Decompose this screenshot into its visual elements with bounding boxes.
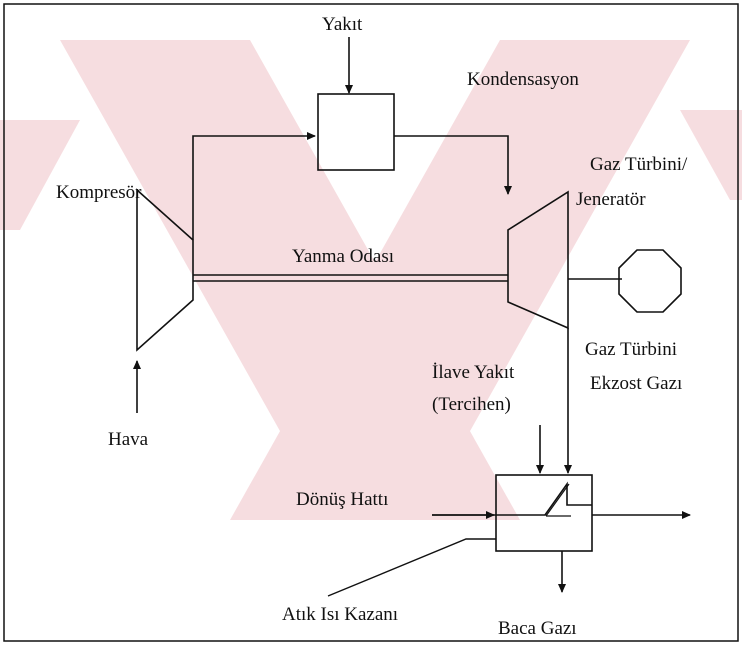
stack-gas-label: Baca Gazı (498, 618, 577, 639)
generator-icon (618, 249, 682, 313)
chamber-to-turbine-line (394, 135, 512, 195)
gas-turbine-label-line2: Jeneratör (576, 189, 646, 210)
waste-heat-boiler-box (495, 474, 593, 552)
waste-heat-boiler-label: Atık Isı Kazanı (282, 604, 398, 625)
air-label: Hava (108, 429, 149, 450)
extra-fuel-label-line2: (Tercihen) (432, 394, 511, 415)
compressor-label: Kompresör (56, 182, 142, 203)
return-line-label: Dönüş Hattı (296, 489, 388, 510)
heat-exchanger-coil-lower (545, 483, 570, 517)
condensation-label: Kondensasyon (467, 69, 579, 90)
fuel-label: Yakıt (322, 14, 363, 35)
compressor-to-chamber-line (192, 132, 316, 240)
exhaust-label-line2: Ekzost Gazı (590, 373, 682, 394)
turbine-shape (507, 190, 569, 330)
gas-turbine-label-line1: Gaz Türbini/ (590, 154, 688, 175)
diagram-frame (3, 3, 739, 642)
heat-exchanger-coil (432, 481, 592, 516)
combustion-chamber-label: Yanma Odası (292, 246, 394, 267)
watermark (0, 40, 742, 520)
combustion-chamber-box (317, 93, 395, 171)
exhaust-label-line1: Gaz Türbini (585, 339, 677, 360)
extra-fuel-label-line1: İlave Yakıt (432, 362, 515, 383)
compressor-shape (136, 188, 194, 352)
boiler-leader-line (327, 538, 496, 597)
